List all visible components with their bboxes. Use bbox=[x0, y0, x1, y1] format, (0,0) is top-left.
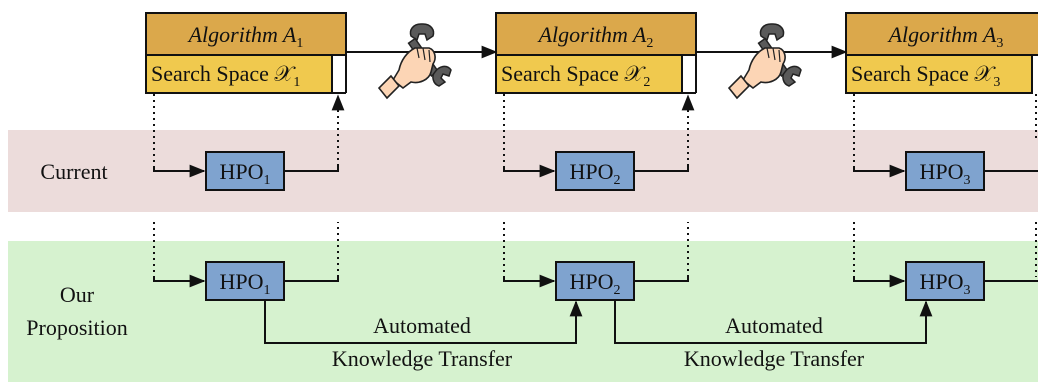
hpo-label-current-2: HPO2 bbox=[569, 159, 620, 188]
current-row-label: Current bbox=[40, 159, 107, 184]
hpo-box-ours-3 bbox=[905, 261, 985, 301]
search-space-label-1: Search Space 𝒳1 bbox=[151, 61, 300, 90]
stage-2: Algorithm A2 Search Space 𝒳2 bbox=[495, 12, 697, 94]
search-space-label-2: Search Space 𝒳2 bbox=[501, 61, 650, 90]
hpo-box-ours-1 bbox=[205, 261, 285, 301]
hpo-box-current-3 bbox=[905, 151, 985, 191]
algorithm-label-1: Algorithm A1 bbox=[187, 22, 304, 51]
search-space-box-1 bbox=[145, 54, 333, 94]
hpo-box-current-2 bbox=[555, 151, 635, 191]
knowledge-transfer-arrow-1 bbox=[264, 300, 583, 344]
knowledge-transfer-arrow-2 bbox=[614, 300, 933, 344]
hpo-box-current-1 bbox=[205, 151, 285, 191]
search-space-box-2 bbox=[495, 54, 683, 94]
proposition-row-band bbox=[8, 241, 1038, 382]
search-space-label-3: Search Space 𝒳3 bbox=[851, 61, 1000, 90]
hpo-label-ours-3: HPO3 bbox=[919, 269, 970, 298]
algorithm-label-3: Algorithm A3 bbox=[887, 22, 1004, 51]
hand-wrench-icon bbox=[378, 23, 452, 99]
hpo-label-ours-2: HPO2 bbox=[569, 269, 620, 298]
search-space-box-3 bbox=[845, 54, 1033, 94]
transfer-label-2-line1: Automated bbox=[725, 313, 823, 338]
stage-3: Algorithm A3 Search Space 𝒳3 bbox=[845, 12, 1038, 94]
transfer-label-1-line2: Knowledge Transfer bbox=[332, 346, 513, 371]
algorithm-label-2: Algorithm A2 bbox=[537, 22, 654, 51]
stage-1: Algorithm A1 Search Space 𝒳1 bbox=[145, 12, 347, 94]
hpo-box-ours-2 bbox=[555, 261, 635, 301]
proposition-row-label-line1: Our bbox=[60, 282, 95, 307]
transfer-label-2-line2: Knowledge Transfer bbox=[684, 346, 865, 371]
transfer-label-1-line1: Automated bbox=[373, 313, 471, 338]
hpo-label-ours-1: HPO1 bbox=[219, 269, 270, 298]
hpo-label-current-3: HPO3 bbox=[919, 159, 970, 188]
hand-wrench-icon bbox=[728, 23, 802, 99]
hpo-label-current-1: HPO1 bbox=[219, 159, 270, 188]
algorithm-box-1 bbox=[145, 12, 347, 56]
proposition-row-label-line2: Proposition bbox=[26, 315, 127, 340]
algorithm-box-2 bbox=[495, 12, 697, 56]
